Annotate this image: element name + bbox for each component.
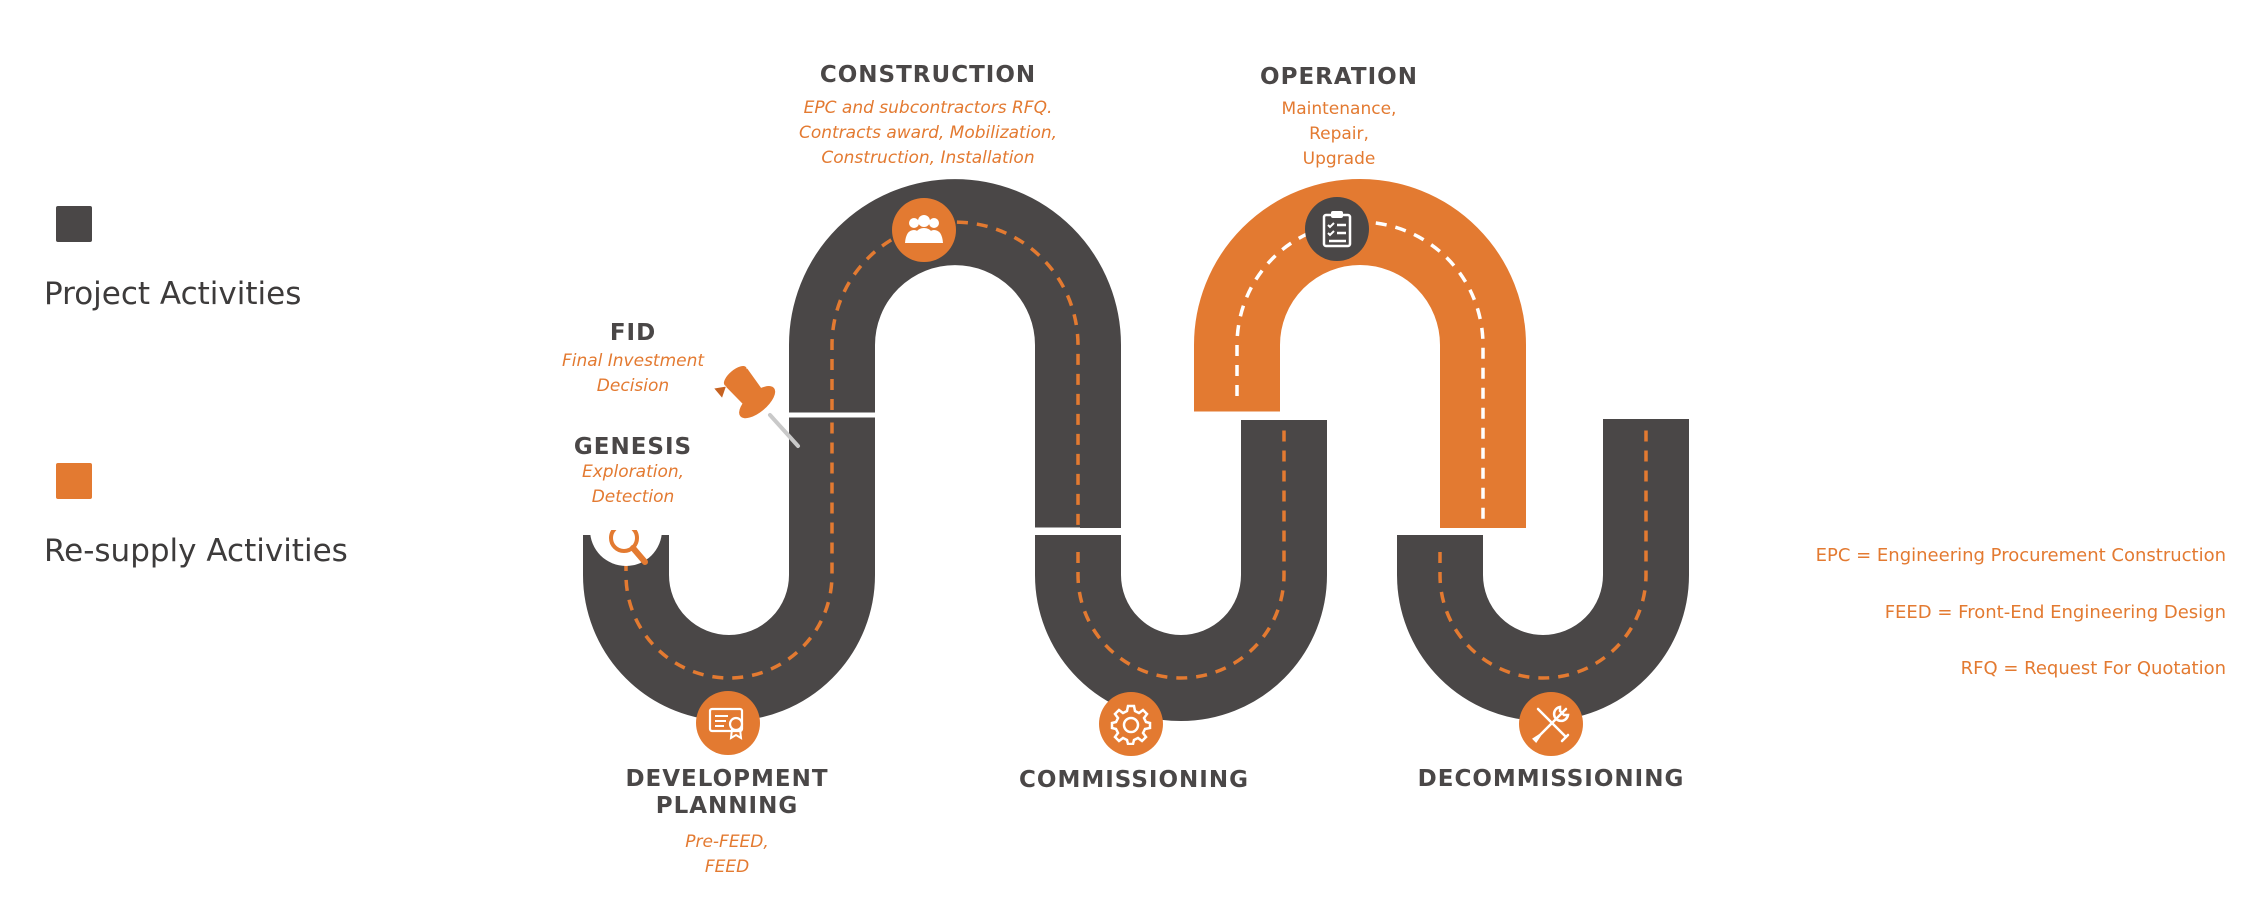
fid-desc: Final Investment Decision	[561, 351, 705, 396]
genesis-desc: Exploration, Detection	[581, 462, 685, 507]
certificate-icon	[708, 707, 744, 740]
abbreviation-rfq: RFQ = Request For Quotation	[1960, 658, 2226, 679]
fid-title: FID	[609, 320, 657, 346]
team-icon	[905, 215, 943, 243]
commissioning-title: COMMISSIONING	[1019, 767, 1249, 793]
abbreviation-feed: FEED = Front-End Engineering Design	[1884, 602, 2226, 623]
genesis-marker	[580, 523, 672, 576]
legend-swatch-project	[56, 206, 92, 242]
commissioning-marker	[1099, 692, 1163, 756]
operation-marker	[1305, 197, 1369, 261]
operation-desc: Maintenance, Repair, Upgrade	[1281, 99, 1397, 169]
construction-desc: EPC and subcontractors RFQ. Contracts aw…	[798, 98, 1058, 168]
clipboard-icon	[1322, 211, 1352, 248]
pushpin-icon	[714, 365, 800, 448]
construction-marker	[892, 198, 956, 262]
legend-label-project: Project Activities	[44, 276, 302, 312]
tools-icon	[1532, 705, 1570, 743]
abbreviation-epc: EPC = Engineering Procurement Constructi…	[1815, 545, 2226, 566]
development-title: DEVELOPMENT PLANNING	[625, 766, 829, 819]
decommissioning-marker	[1519, 692, 1583, 756]
road-segment-development	[583, 415, 875, 721]
development-desc: Pre-FEED, FEED	[685, 832, 769, 877]
decommissioning-title: DECOMMISSIONING	[1417, 766, 1685, 792]
legend-label-resupply: Re-supply Activities	[44, 533, 348, 569]
magnifier-icon	[590, 523, 662, 566]
legend-swatch-resupply	[56, 463, 92, 499]
gear-icon	[1110, 704, 1152, 745]
construction-title: CONSTRUCTION	[819, 62, 1037, 88]
genesis-title: GENESIS	[573, 434, 693, 460]
operation-title: OPERATION	[1260, 64, 1418, 90]
development-marker	[696, 691, 760, 755]
